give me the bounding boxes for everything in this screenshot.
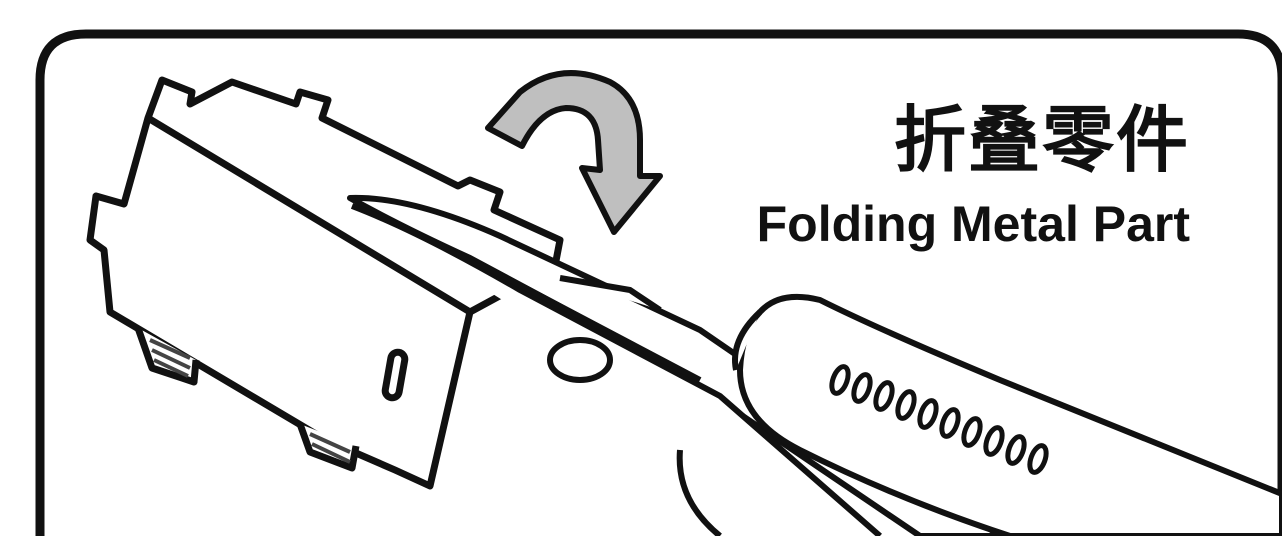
title-english: Folding Metal Part bbox=[756, 196, 1190, 252]
hand-grip bbox=[676, 293, 1282, 536]
grip-ridges bbox=[829, 364, 1049, 475]
caption-block: 折叠零件 Folding Metal Part bbox=[757, 96, 1190, 254]
fold-arrow-icon bbox=[485, 70, 663, 235]
feet-hatch bbox=[149, 338, 351, 464]
title-chinese: 折叠零件 bbox=[893, 98, 1190, 182]
panel-frame bbox=[35, 29, 1282, 536]
